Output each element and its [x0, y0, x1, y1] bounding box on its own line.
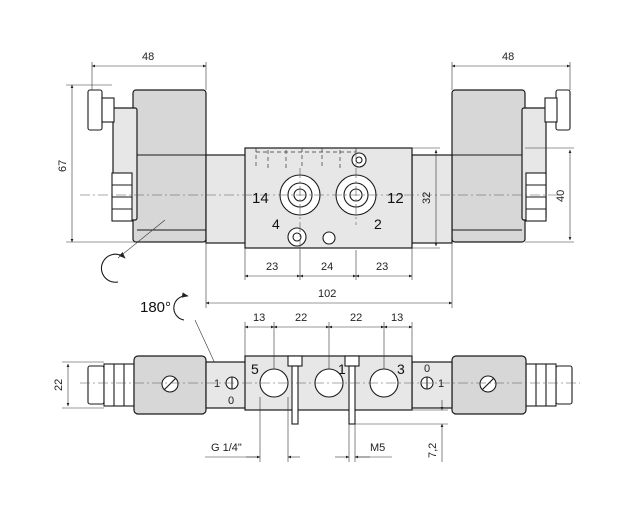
dim-body-height: 32 [421, 192, 433, 204]
port-label-1: 1 [338, 361, 346, 377]
right-pilot-stem [411, 154, 453, 244]
dim-spacing-a: 23 [266, 261, 278, 273]
dim-coil-width-right: 48 [502, 51, 514, 63]
dim-body-length: 102 [318, 288, 336, 300]
coil-left-position-1: 1 [214, 378, 220, 390]
port-label-5: 5 [251, 361, 259, 377]
dim-bottom-22-right: 22 [350, 312, 362, 324]
thread-label-m5: M5 [370, 442, 385, 454]
port-label-12: 12 [387, 190, 404, 207]
port-label-2: 2 [374, 216, 382, 232]
dim-bottom-22-left: 22 [295, 312, 307, 324]
rotate-180-icon [173, 292, 189, 321]
dim-bottom-13-right: 13 [391, 312, 403, 324]
dim-pilot-offset: 7,2 [427, 443, 439, 458]
left-pilot-stem [205, 154, 247, 244]
bottom-view: 180° 1 0 1 [53, 292, 580, 462]
right-solenoid-coil [451, 89, 571, 243]
dim-bottom-13-left: 13 [253, 312, 265, 324]
coil-right-position-0: 0 [424, 363, 430, 375]
port-label-4: 4 [272, 216, 280, 232]
dim-bottom-height: 22 [53, 379, 65, 391]
port-label-14: 14 [252, 190, 269, 207]
pilot-pin-left [291, 365, 299, 425]
rotation-label: 180° [140, 299, 171, 316]
dim-spacing-b: 24 [321, 261, 333, 273]
dim-coil-height: 40 [555, 190, 567, 202]
port-label-3: 3 [397, 361, 405, 377]
bottom-left-coil [87, 355, 207, 415]
dim-overall-height: 67 [57, 160, 69, 172]
coil-left-position-0: 0 [228, 395, 234, 407]
dim-coil-width-left: 48 [142, 51, 154, 63]
thread-label-g: G 1/4" [211, 442, 242, 454]
valve-body [244, 147, 413, 249]
rotate-arrow-icon [100, 252, 126, 283]
left-solenoid-coil [87, 89, 207, 243]
pilot-pin-right [348, 365, 356, 425]
coil-right-position-1: 1 [438, 378, 444, 390]
top-view: 14 12 4 2 48 48 67 32 40 [57, 51, 574, 308]
dim-spacing-c: 23 [376, 261, 388, 273]
bottom-right-coil [451, 355, 573, 415]
